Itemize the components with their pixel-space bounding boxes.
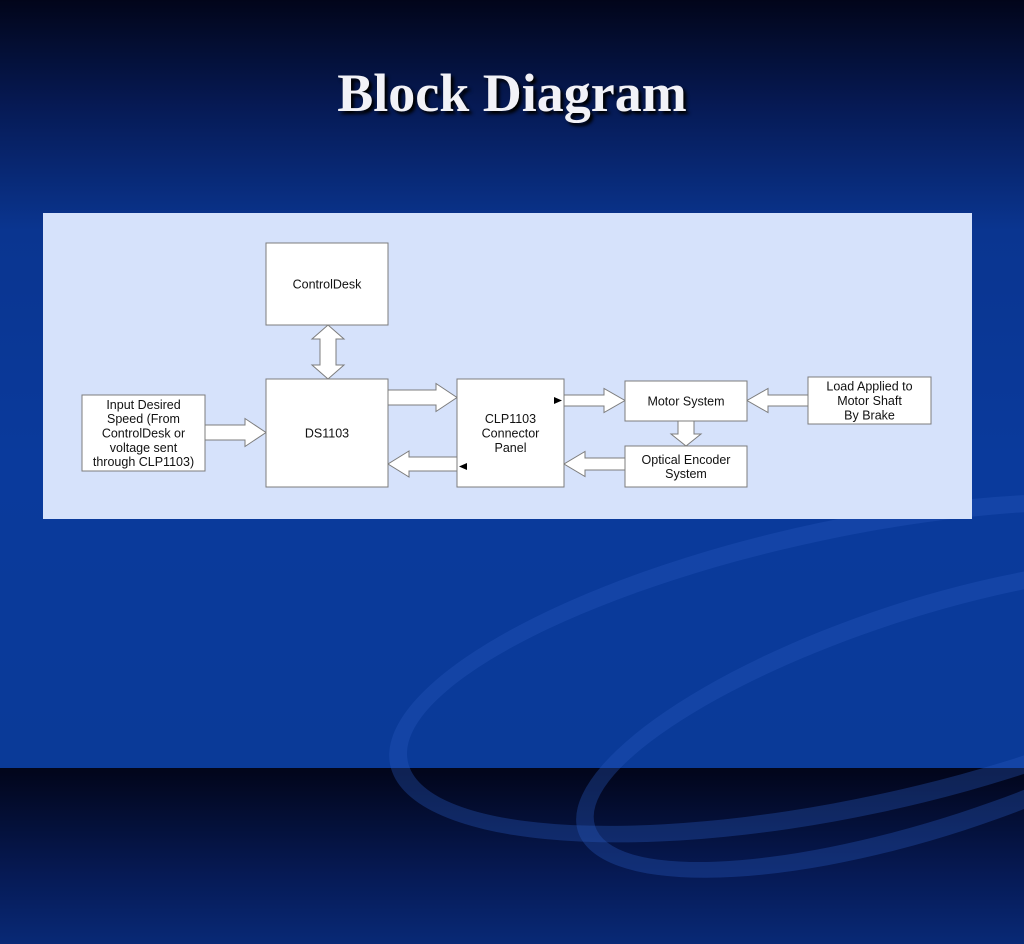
arrow-input-to-ds1103	[204, 417, 267, 448]
arrow-clp1103-to-ds1103	[387, 450, 458, 478]
block-label-line: Load Applied to	[826, 380, 912, 394]
block-label-line: Panel	[495, 441, 527, 455]
block-label-line: ControlDesk	[293, 278, 363, 292]
arrow-controldesk-ds1103-bidirectional	[310, 324, 346, 380]
block-label-ds1103: DS1103	[305, 427, 349, 441]
block-label-line: Speed (From	[107, 412, 180, 426]
arrow-ds1103-to-clp1103	[387, 382, 458, 413]
port-marker-in	[459, 463, 467, 470]
block-label-line: Connector	[482, 427, 540, 441]
block-label-line: DS1103	[305, 427, 349, 441]
block-controldesk	[265, 242, 389, 326]
block-encoder	[624, 445, 748, 488]
block-label-line: CLP1103	[485, 412, 536, 426]
block-input	[81, 394, 206, 472]
arrow-motor-to-encoder	[669, 420, 703, 447]
block-label-line: Optical Encoder	[642, 453, 731, 467]
block-label-line: through CLP1103)	[93, 455, 194, 469]
block-label-line: By Brake	[844, 408, 895, 422]
block-label-line: Motor Shaft	[837, 394, 902, 408]
block-load	[807, 376, 932, 425]
arrow-encoder-to-clp1103	[563, 450, 626, 478]
port-marker-out	[554, 397, 562, 404]
block-label-line: voltage sent	[110, 441, 178, 455]
block-label-line: ControlDesk or	[102, 427, 185, 441]
block-label-line: Input Desired	[106, 398, 180, 412]
block-label-controldesk: ControlDesk	[293, 278, 363, 292]
block-label-motor: Motor System	[647, 395, 724, 409]
block-label-line: System	[665, 467, 707, 481]
block-label-line: Motor System	[647, 395, 724, 409]
slide-title: Block Diagram	[337, 63, 687, 123]
block-motor	[624, 380, 748, 422]
block-ds1103	[265, 378, 389, 488]
arrow-clp1103-to-motor	[563, 387, 627, 414]
block-clp1103	[456, 378, 565, 488]
arrow-load-to-motor	[745, 387, 809, 414]
